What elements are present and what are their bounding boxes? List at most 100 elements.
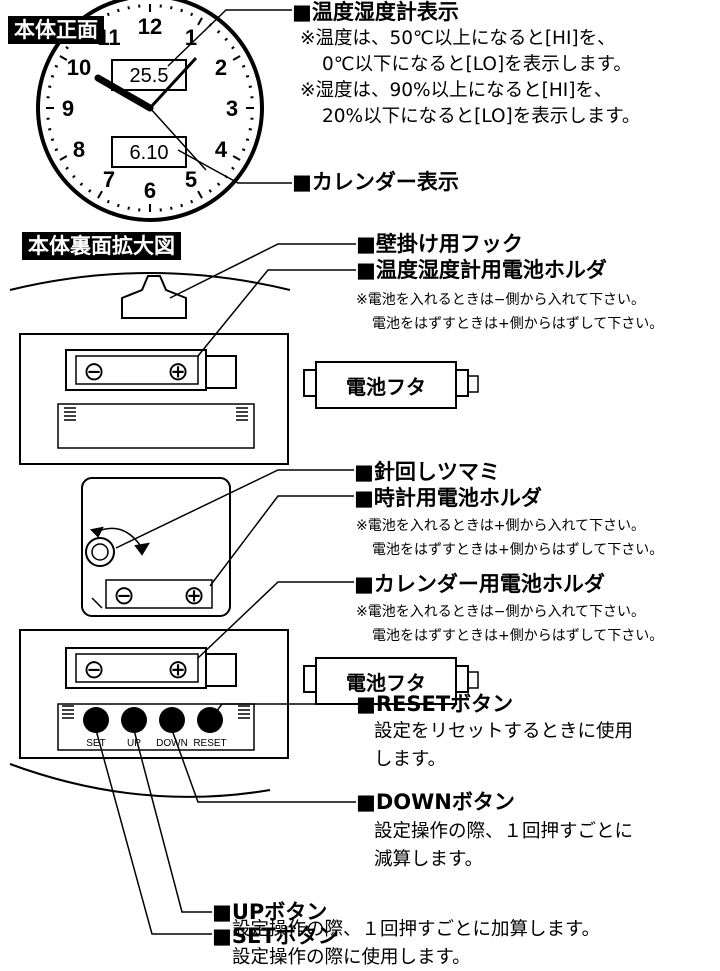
lcd-calendar-window bbox=[111, 136, 187, 168]
down-button-title: ■DOWNボタン bbox=[356, 790, 515, 814]
minute-tick bbox=[48, 85, 52, 88]
thermo-battery-plus: ⊕ bbox=[167, 357, 189, 387]
lcd-temperature-window bbox=[111, 59, 187, 91]
calendar-battery-cell bbox=[75, 653, 199, 683]
clock-battery-title: ■時計用電池ホルダ bbox=[354, 486, 542, 510]
set-button bbox=[83, 707, 109, 733]
lcd-temperature-value: 25.5 bbox=[130, 65, 169, 87]
leader-up-button bbox=[133, 729, 212, 913]
minute-tick bbox=[106, 12, 110, 17]
clock-battery-cell bbox=[105, 579, 213, 609]
hand-knob bbox=[85, 537, 115, 567]
calendar-battery-minus: ⊖ bbox=[83, 655, 105, 685]
minute-tick bbox=[180, 8, 184, 13]
down-button bbox=[159, 707, 185, 733]
minute-tick bbox=[245, 138, 250, 142]
button-panel bbox=[57, 703, 255, 751]
calendar-display-title: ■カレンダー表示 bbox=[292, 170, 459, 194]
dial-number: 5 bbox=[185, 167, 197, 192]
calendar-battery-plus: ⊕ bbox=[167, 655, 189, 685]
battery-cover-2-tab-r bbox=[455, 665, 469, 693]
thermo-note-4: 20%以下になると[LO]を表示します。 bbox=[322, 106, 641, 127]
minute-tick bbox=[127, 6, 130, 10]
minute-tick bbox=[170, 206, 173, 210]
battery-cover-2-label: 電池フタ bbox=[346, 671, 426, 695]
clock-movement-block bbox=[81, 477, 231, 617]
minute-tick bbox=[248, 85, 252, 88]
minute-tick bbox=[197, 190, 203, 199]
minute-tick bbox=[180, 203, 184, 208]
down-button-desc-1: 設定操作の際、１回押すごとに bbox=[374, 821, 634, 842]
battery-cover-1-label: 電池フタ bbox=[346, 375, 426, 399]
battery-cover-2-tab-l bbox=[303, 665, 317, 693]
minute-tick bbox=[231, 166, 235, 170]
battery-cover-1-tab-r bbox=[455, 369, 469, 397]
minute-tick bbox=[50, 74, 55, 78]
set-button-label: SET bbox=[86, 738, 105, 749]
minute-tick bbox=[170, 6, 173, 10]
reset-button-desc-1: 設定をリセットするときに使用 bbox=[374, 721, 634, 742]
thermo-note-3: ※湿度は、90%以上になると[HI]を、 bbox=[300, 80, 613, 101]
thermo-note-2: 0℃以下になると[LO]を表示します。 bbox=[322, 54, 632, 75]
dial-number: 10 bbox=[67, 55, 91, 80]
dial-number: 3 bbox=[226, 96, 238, 121]
minute-tick bbox=[116, 8, 120, 13]
knob-arrow-tail bbox=[89, 526, 104, 538]
leader-hook bbox=[169, 243, 356, 299]
clock-battery-note-1: ※電池を入れるときは+側から入れて下さい。 bbox=[356, 518, 646, 534]
hand-knob-title: ■針回しツマミ bbox=[354, 460, 500, 484]
minute-tick bbox=[48, 128, 52, 131]
minute-tick bbox=[232, 155, 241, 161]
thermo-battery-cell bbox=[75, 355, 199, 385]
minute-tick bbox=[50, 138, 55, 142]
front-view-tag: 本体正面 bbox=[8, 16, 104, 44]
leader-thermo-battery bbox=[197, 269, 356, 357]
minute-tick bbox=[224, 37, 228, 42]
minute-tick bbox=[65, 166, 69, 170]
battery-cover-1-tab-r2 bbox=[467, 375, 479, 393]
minute-tick bbox=[241, 64, 246, 68]
leader-set-button bbox=[95, 729, 212, 935]
knob-arrow-head bbox=[134, 542, 150, 556]
leader-reset-button bbox=[209, 703, 356, 721]
minute-tick bbox=[97, 190, 103, 199]
thermo-display-title: ■温度湿度計表示 bbox=[292, 0, 459, 24]
minute-tick bbox=[208, 189, 212, 193]
minute-tick bbox=[59, 155, 68, 161]
clock-battery-note-2: 電池をはずすときは+側からはずして下さい。 bbox=[372, 542, 664, 558]
buttons-group bbox=[83, 707, 223, 733]
minute-tick bbox=[54, 64, 59, 68]
minute-tick bbox=[88, 189, 92, 193]
clock-minute-ticks bbox=[46, 4, 254, 212]
calendar-battery-title: ■カレンダー用電池ホルダ bbox=[354, 572, 605, 596]
leader-clock-battery bbox=[209, 495, 354, 587]
minute-hand bbox=[148, 56, 198, 110]
dial-number: 4 bbox=[215, 137, 228, 162]
thermo-battery-minus: ⊖ bbox=[83, 357, 105, 387]
minute-tick bbox=[190, 12, 194, 17]
thermo-battery-board bbox=[19, 333, 289, 465]
calendar-battery-board bbox=[19, 629, 289, 759]
clock-battery-plus: ⊕ bbox=[183, 581, 205, 611]
back-body-arc-bottom bbox=[9, 763, 271, 798]
minute-tick bbox=[216, 182, 221, 186]
minute-tick bbox=[190, 199, 194, 204]
thermo-battery-compartment bbox=[57, 403, 255, 449]
dial-number: 12 bbox=[138, 14, 162, 39]
reset-button-title: ■RESETボタン bbox=[356, 692, 514, 716]
thermo-battery-note-1: ※電池を入れるときは−側から入れて下さい。 bbox=[356, 292, 646, 308]
leader-hand-knob bbox=[115, 469, 354, 549]
reset-button-label: RESET bbox=[193, 738, 226, 749]
reset-button bbox=[197, 707, 223, 733]
up-button bbox=[121, 707, 147, 733]
down-button-desc-2: 減算します。 bbox=[374, 849, 484, 870]
back-view-tag: 本体裏面拡大図 bbox=[22, 232, 181, 260]
set-button-desc: 設定操作の際に使用します。 bbox=[232, 947, 471, 968]
battery-cover-1-tab-l bbox=[303, 369, 317, 397]
minute-tick bbox=[248, 128, 252, 131]
hour-hand bbox=[94, 74, 154, 112]
leader-calendar-battery bbox=[197, 581, 354, 659]
clock-face bbox=[36, 0, 264, 222]
